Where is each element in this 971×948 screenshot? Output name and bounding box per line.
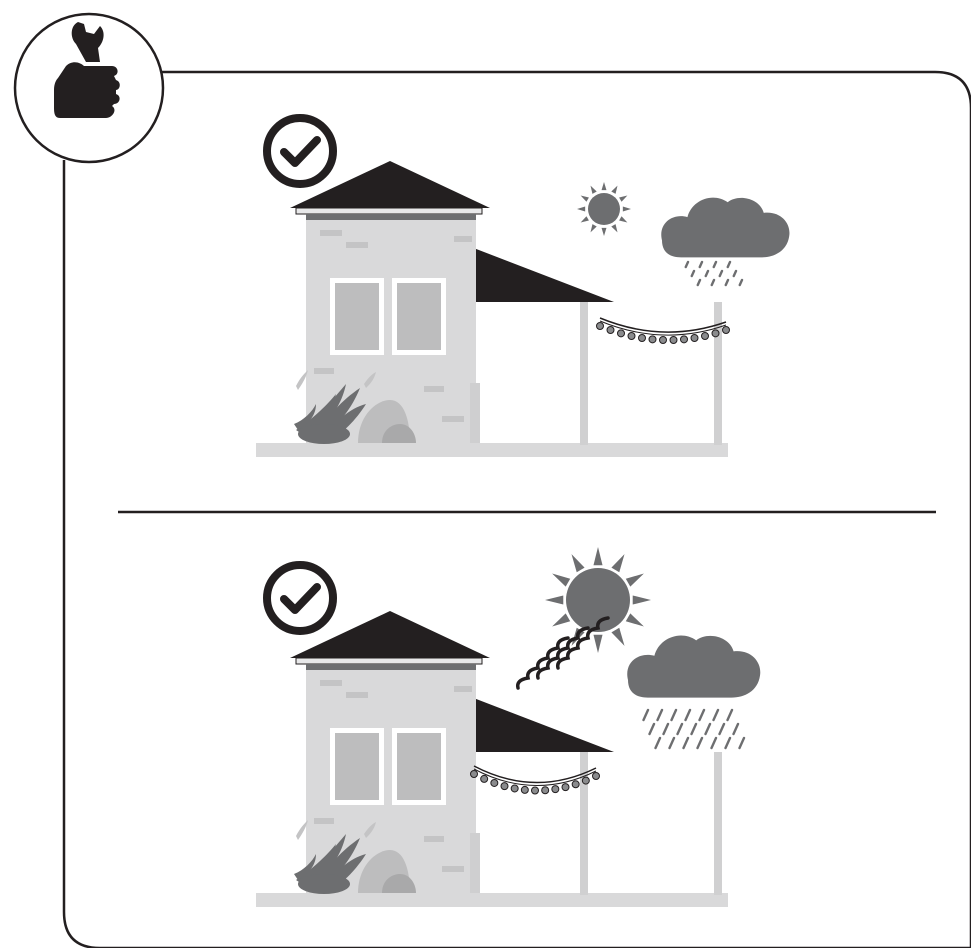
awning-post-front (580, 302, 588, 445)
awning (458, 242, 614, 302)
sun-icon (545, 547, 651, 653)
rain-cloud-icon (661, 198, 789, 258)
awning-post-back (714, 752, 722, 895)
hand-holding-wrench-icon (15, 14, 163, 162)
rain-drops (644, 710, 745, 748)
rain-cloud-icon (627, 636, 760, 698)
sun-icon (577, 182, 631, 236)
rain-drops (686, 262, 742, 285)
house (290, 611, 490, 894)
frame-border (64, 72, 971, 948)
string-lights (597, 318, 730, 344)
checkmark-circle-icon (267, 565, 333, 631)
ground-strip (256, 893, 728, 907)
awning (458, 692, 614, 752)
heat-waves-icon (518, 618, 608, 688)
ground-strip (256, 443, 728, 457)
checkmark-circle-icon (267, 118, 333, 184)
house (290, 161, 490, 444)
scene-1 (256, 161, 789, 457)
